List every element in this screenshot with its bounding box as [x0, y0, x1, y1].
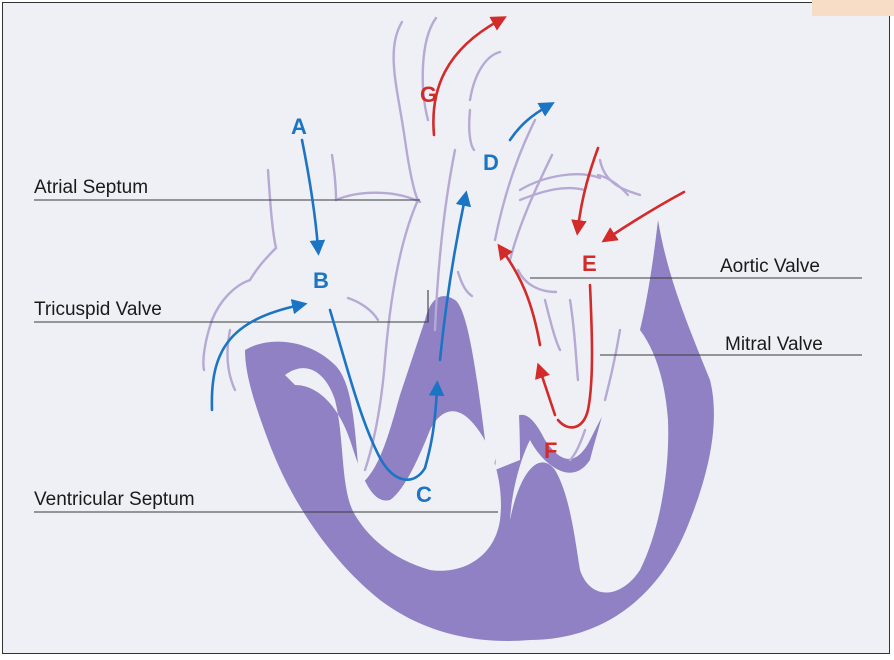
flow-arrow-in-e-2	[608, 192, 684, 238]
point-a: A	[291, 114, 307, 139]
point-c: C	[416, 482, 432, 507]
septum-highlight	[490, 285, 520, 470]
point-g: G	[420, 82, 437, 107]
point-f: F	[544, 438, 557, 463]
label-tricuspid-valve: Tricuspid Valve	[34, 299, 162, 320]
label-mitral-valve: Mitral Valve	[725, 334, 823, 355]
flow-arrow-f-up	[540, 370, 555, 415]
label-atrial-septum: Atrial Septum	[34, 177, 148, 198]
flow-arrow-g-out	[433, 20, 500, 135]
label-ventricular-septum: Ventricular Septum	[34, 489, 195, 510]
point-b: B	[313, 268, 329, 293]
point-e: E	[582, 251, 597, 276]
flow-arrow-a-b	[302, 140, 318, 248]
point-d: D	[483, 150, 499, 175]
label-aortic-valve: Aortic Valve	[720, 256, 820, 277]
